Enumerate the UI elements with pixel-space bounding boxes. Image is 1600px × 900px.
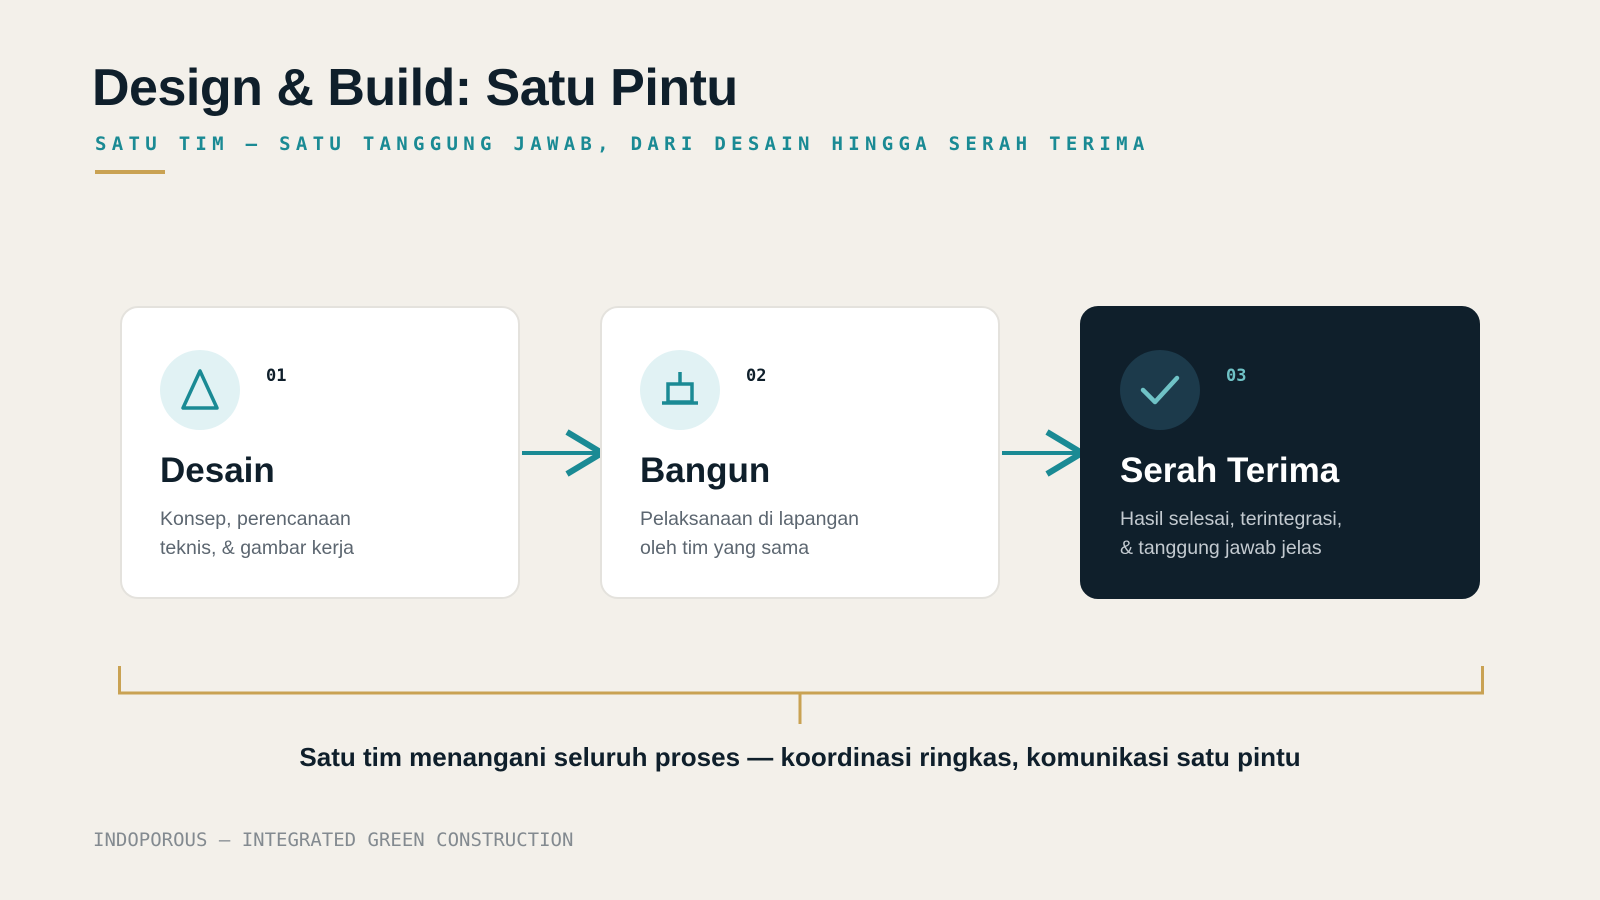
page-subtitle: SATU TIM — SATU TANGGUNG JAWAB, DARI DES… xyxy=(95,133,1150,155)
checkmark-icon xyxy=(1120,350,1200,430)
step-title: Desain xyxy=(160,451,275,490)
triangle-drafting-icon xyxy=(160,350,240,430)
step-card-bangun: 02 Bangun Pelaksanaan di lapangan oleh t… xyxy=(600,306,1000,599)
building-icon xyxy=(640,350,720,430)
step-description-line: teknis, & gambar kerja xyxy=(160,537,355,559)
page-title: Design & Build: Satu Pintu xyxy=(92,59,738,117)
step-description: Konsep, perencanaan teknis, & gambar ker… xyxy=(160,505,480,563)
step-number: 01 xyxy=(266,366,287,386)
step-title: Serah Terima xyxy=(1120,451,1340,490)
tagline: Satu tim menangani seluruh proses — koor… xyxy=(299,742,1301,772)
step-card-serah-terima: 03 Serah Terima Hasil selesai, terintegr… xyxy=(1080,306,1480,599)
step-description: Hasil selesai, terintegrasi, & tanggung … xyxy=(1120,505,1440,563)
step-description-line: oleh tim yang sama xyxy=(640,537,810,559)
bracket-connector xyxy=(118,666,1484,724)
step-description-line: Konsep, perencanaan xyxy=(160,508,351,530)
arrow-right-icon xyxy=(522,429,608,477)
arrow-right-icon xyxy=(1002,429,1088,477)
step-description-line: & tanggung jawab jelas xyxy=(1120,537,1322,559)
accent-rule xyxy=(95,170,165,174)
step-number: 02 xyxy=(746,366,767,386)
step-description-line: Hasil selesai, terintegrasi, xyxy=(1120,508,1343,530)
footer-brand: INDOPOROUS — INTEGRATED GREEN CONSTRUCTI… xyxy=(93,829,574,851)
step-title: Bangun xyxy=(640,451,771,490)
step-description-line: Pelaksanaan di lapangan xyxy=(640,508,860,530)
step-card-desain: 01 Desain Konsep, perencanaan teknis, & … xyxy=(120,306,520,599)
step-description: Pelaksanaan di lapangan oleh tim yang sa… xyxy=(640,505,960,563)
step-number: 03 xyxy=(1226,366,1247,386)
